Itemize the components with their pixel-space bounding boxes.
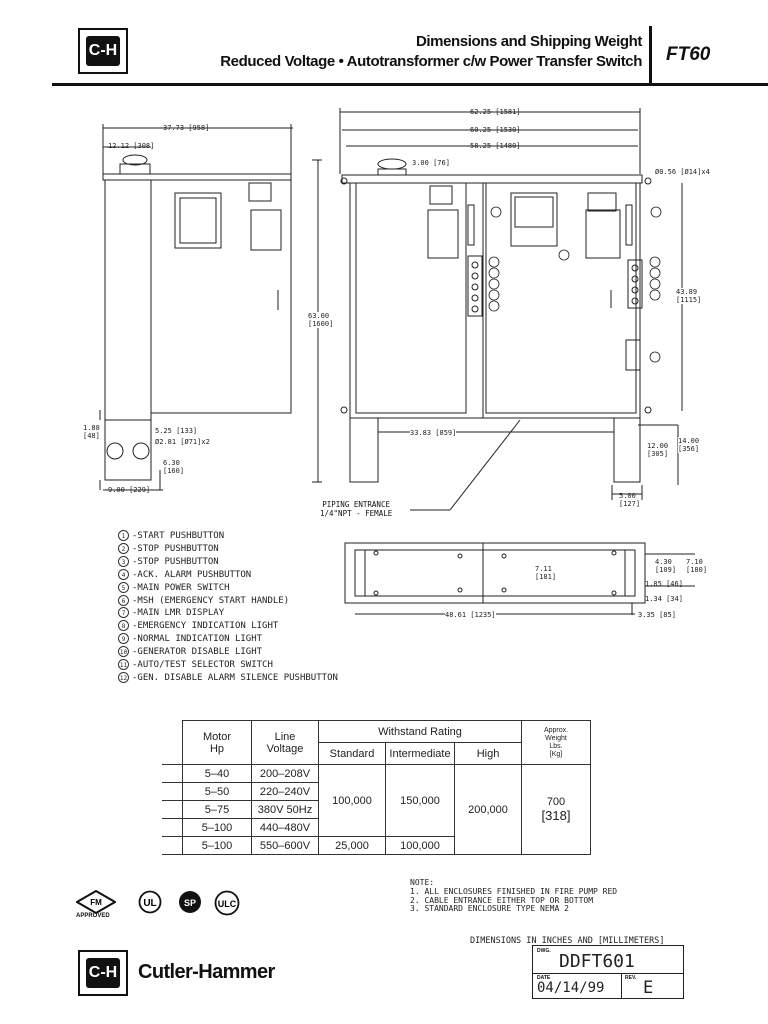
front-view-drawing <box>312 108 683 511</box>
technical-drawing <box>99 108 695 615</box>
dim-side-a: 1.88 [48] <box>83 424 100 440</box>
dim-leg-total: 14.00 [356] <box>678 437 706 453</box>
dim-plan-right: 3.35 [85] <box>638 611 676 619</box>
header-divider <box>649 26 652 84</box>
legend-item: 1-START PUSHBUTTON <box>118 530 338 543</box>
legend-item: 6-MSH (EMERGENCY START HANDLE) <box>118 594 338 608</box>
legend-item: 11-AUTO/TEST SELECTOR SWITCH <box>118 659 273 671</box>
rev-label: REV. <box>625 975 637 981</box>
dim-height-right: 43.89 [1115] <box>676 288 704 304</box>
dim-leg-span: 33.83 [859] <box>410 429 457 437</box>
fm-approved-label: APPROVED <box>76 913 110 919</box>
ulc-mark-text: ULC <box>218 899 237 909</box>
col-withstand: Withstand Rating <box>318 720 522 743</box>
fm-approved-icon: FM <box>76 890 116 914</box>
product-code: FT60 <box>666 44 711 65</box>
logo-mark: C-H <box>86 36 120 66</box>
plan-view-drawing <box>344 542 695 615</box>
dim-plan-depth: 7.11 [181] <box>535 565 557 581</box>
legend-item: 9-NORMAL INDICATION LIGHT <box>118 633 338 646</box>
component-legend: 1-START PUSHBUTTON 2-STOP PUSHBUTTON 3-S… <box>118 530 338 685</box>
notes-block: NOTE: 1. ALL ENCLOSURES FINISHED IN FIRE… <box>410 878 618 914</box>
legend-item: 4-ACK. ALARM PUSHBUTTON <box>118 568 338 582</box>
csa-icon: SP <box>179 891 201 913</box>
dim-plan-r3: 1.85 [46] <box>645 580 683 588</box>
dim-leg-height: 12.00 [305] <box>647 442 669 458</box>
footer-logo: C-H <box>78 950 128 996</box>
dim-leg-foot: 5.00 [127] <box>619 492 641 508</box>
legend-item: 12-GEN. DISABLE ALARM SILENCE PUSHBUTTON <box>118 671 338 683</box>
table-row: 5–40 200–208V 100,000 150,000 200,000 70… <box>162 764 591 855</box>
dwg-label: DWG. <box>537 948 551 954</box>
dim-side-b: 5.25 [133] <box>155 427 198 435</box>
units-note: DIMENSIONS IN INCHES AND [MILLIMETERS] <box>470 936 665 946</box>
col-high: High <box>454 742 522 765</box>
weight-cell: 700[318] <box>521 764 591 855</box>
dim-side-c: 6.30 [160] <box>163 459 185 475</box>
date-label: DATE <box>537 975 551 981</box>
legend-item: 3-STOP PUSHBUTTON <box>118 555 338 569</box>
legend-item: 5-MAIN POWER SWITCH <box>118 581 338 595</box>
ulc-listed-icon: ULC <box>214 890 240 916</box>
ul-mark-text: UL <box>143 898 156 909</box>
legend-item: 8-EMERGENCY INDICATION LIGHT <box>118 620 338 633</box>
dim-side-bottom: 9.00 [229] <box>108 486 151 494</box>
dim-hole: Ø0.56 [Ø14]x4 <box>655 168 710 176</box>
csa-mark-text: SP <box>184 898 196 908</box>
ul-listed-icon: UL <box>138 890 162 914</box>
revision: E <box>643 978 654 998</box>
table-row: 5–100 550–600V 25,000 100,000 <box>162 836 591 855</box>
dim-plan-r1: 4.30 [109] <box>655 558 677 574</box>
dim-plan-r2: 7.10 [180] <box>686 558 708 574</box>
front-callouts <box>488 206 662 363</box>
header-rule <box>52 83 768 86</box>
legend-item: 10-GENERATOR DISABLE LIGHT <box>118 646 263 658</box>
dim-overall-width: 62.25 [1581] <box>470 108 521 116</box>
dim-plan-width: 48.61 [1235] <box>445 611 496 619</box>
drawing-date: 04/14/99 <box>537 980 605 996</box>
dim-side-top: 12.12 [308] <box>108 142 155 150</box>
footer-logo-mark: C-H <box>86 958 120 988</box>
dim-side-width: 37.73 [958] <box>163 124 210 132</box>
fm-mark-text: FM <box>90 898 102 907</box>
piping-entrance-label: PIPING ENTRANCE 1/4"NPT - FEMALE <box>320 500 393 518</box>
dim-side-hole: Ø2.81 [Ø71]x2 <box>155 438 210 446</box>
header-logo: C-H <box>78 28 128 74</box>
drawing-number: DDFT601 <box>559 951 635 972</box>
col-intermediate: Intermediate <box>385 742 455 765</box>
dim-plan-r4: 1.34 [34] <box>645 595 683 603</box>
side-view-drawing <box>99 124 293 491</box>
page-title: Dimensions and Shipping Weight <box>415 33 642 50</box>
dim-width-3: 58.25 [1480] <box>470 142 521 150</box>
dim-height-total: 63.00 [1600] <box>308 312 334 328</box>
dim-beacon: 3.00 [76] <box>412 159 450 167</box>
col-standard: Standard <box>318 742 386 765</box>
legend-item: 2-STOP PUSHBUTTON <box>118 542 338 556</box>
title-block: DWG. DDFT601 DATE 04/14/99 REV. E <box>532 945 684 999</box>
page-subtitle: Reduced Voltage • Autotransformer c/w Po… <box>220 53 642 70</box>
dim-width-2: 60.25 [1530] <box>470 126 521 134</box>
legend-item: 7-MAIN LMR DISPLAY <box>118 607 338 620</box>
brand-name: Cutler-Hammer <box>138 961 275 983</box>
